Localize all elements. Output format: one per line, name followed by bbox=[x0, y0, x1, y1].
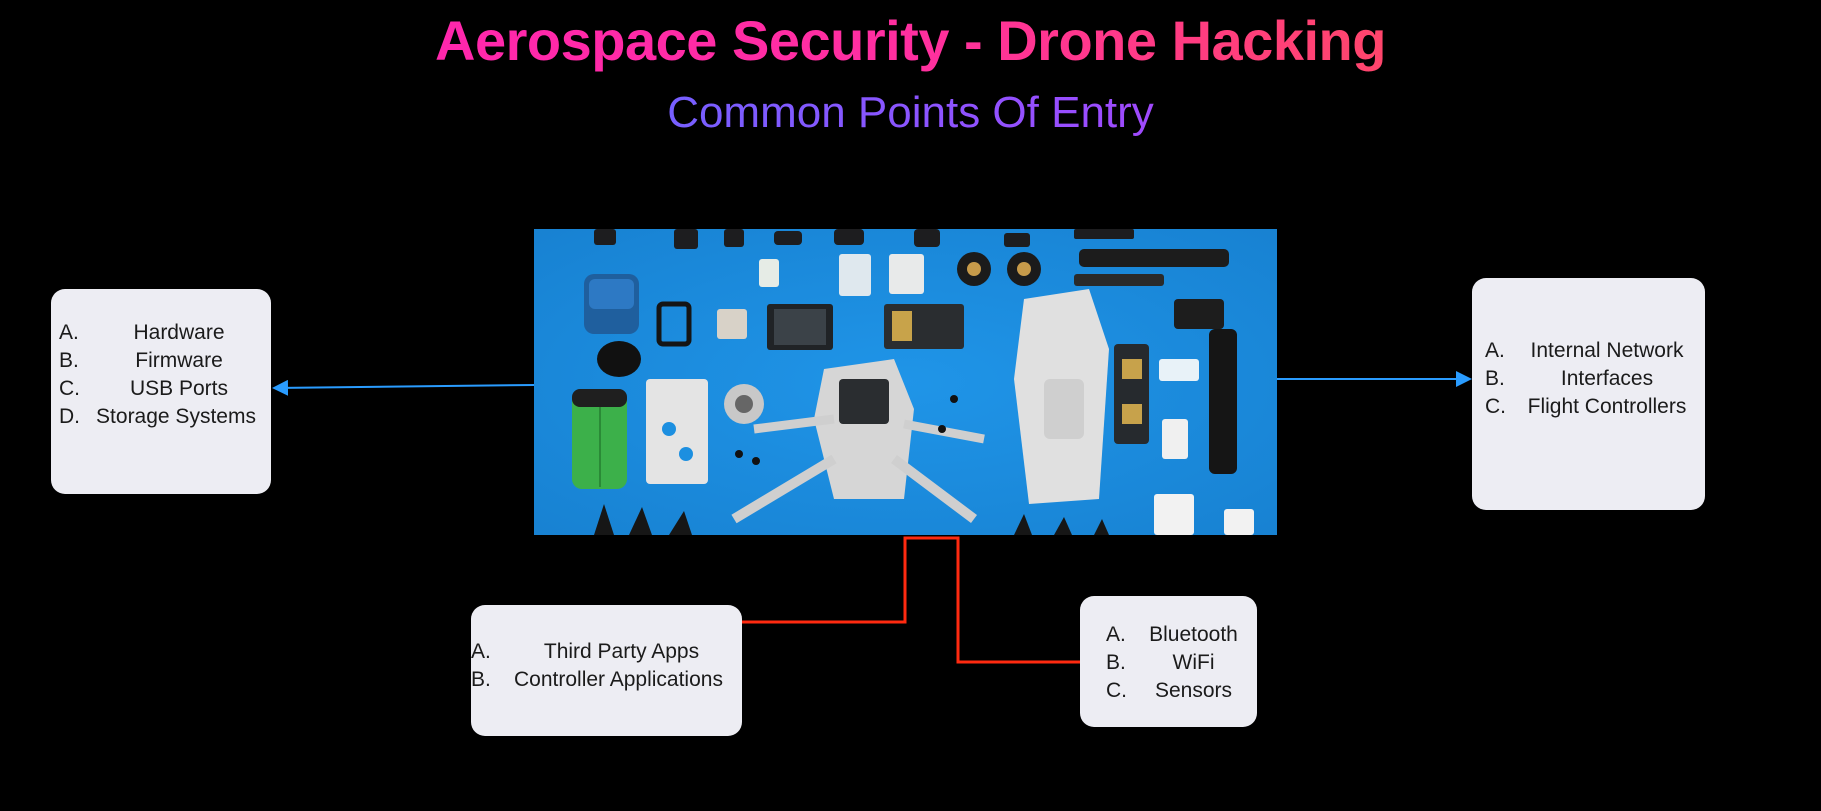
item-label: Flight Controllers bbox=[1527, 395, 1687, 418]
entry-box-hardware: A. Hardware B. Firmware C. USB Ports D. Stor… bbox=[51, 289, 271, 494]
item-label: Internal Network bbox=[1530, 339, 1684, 362]
list-item: C. Sensors bbox=[1080, 677, 1257, 705]
item-letter: C. bbox=[59, 377, 80, 400]
list-item: A. Hardware bbox=[51, 319, 271, 347]
item-label: USB Ports bbox=[129, 377, 229, 400]
item-letter: B. bbox=[471, 668, 491, 691]
arrow-to-left-box bbox=[272, 379, 535, 396]
page-subtitle: Common Points Of Entry bbox=[0, 88, 1821, 138]
list-item: A. Third Party Apps bbox=[471, 638, 742, 666]
item-letter: A. bbox=[1485, 339, 1505, 362]
item-letter: D. bbox=[59, 405, 80, 428]
entry-box-network: A. Internal Network B. Interfaces C. Flight… bbox=[1472, 278, 1705, 510]
page-title: Aerospace Security - Drone Hacking bbox=[0, 8, 1821, 73]
list-item: B. Firmware bbox=[51, 347, 271, 375]
item-letter: A. bbox=[471, 640, 491, 663]
item-label: Interfaces bbox=[1560, 367, 1654, 390]
item-letter: A. bbox=[1106, 623, 1126, 646]
item-label: Storage Systems bbox=[96, 405, 256, 428]
red-connector-bottom-right bbox=[916, 536, 1080, 664]
red-connector-bottom-left bbox=[742, 536, 916, 624]
entry-box-applications: A. Third Party Apps B. Controller Applicat… bbox=[471, 605, 742, 736]
drone-components-photo bbox=[534, 229, 1277, 535]
item-label: Bluetooth bbox=[1149, 623, 1238, 646]
item-letter: B. bbox=[1485, 367, 1505, 390]
list-item: B. WiFi bbox=[1080, 649, 1257, 677]
list-item: B. Interfaces bbox=[1472, 365, 1705, 393]
list-item: A. Bluetooth bbox=[1080, 621, 1257, 649]
list-item: A. Internal Network bbox=[1472, 337, 1705, 365]
item-letter: C. bbox=[1485, 395, 1506, 418]
list-item: C. USB Ports bbox=[51, 375, 271, 403]
list-item: B. Controller Applications bbox=[471, 666, 742, 694]
item-letter: B. bbox=[1106, 651, 1126, 674]
item-letter: C. bbox=[1106, 679, 1127, 702]
item-letter: A. bbox=[59, 321, 79, 344]
entry-box-wireless: A. Bluetooth B. WiFi C. Sensors bbox=[1080, 596, 1257, 727]
item-label: Hardware bbox=[133, 321, 225, 344]
item-label: Firmware bbox=[135, 349, 223, 372]
item-label: WiFi bbox=[1172, 651, 1215, 674]
item-label: Sensors bbox=[1154, 679, 1233, 702]
item-label: Controller Applications bbox=[514, 668, 723, 691]
item-letter: B. bbox=[59, 349, 79, 372]
list-item: C. Flight Controllers bbox=[1472, 393, 1705, 421]
item-label: Third Party Apps bbox=[543, 640, 700, 663]
list-item: D. Storage Systems bbox=[51, 403, 271, 431]
